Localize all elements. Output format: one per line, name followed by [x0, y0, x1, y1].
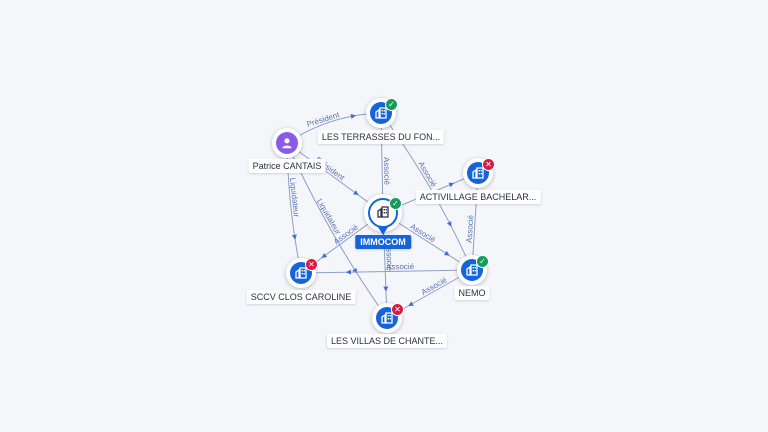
- edge-label: Président: [306, 110, 342, 129]
- status-active-icon: ✓: [385, 98, 398, 111]
- edge-arrow-icon: [345, 269, 351, 275]
- edge-arrow-icon: [352, 267, 358, 274]
- edge-label: Associé: [386, 262, 415, 271]
- edge-label: Associé: [416, 160, 438, 189]
- edge-arrow-icon: [350, 113, 356, 119]
- status-closed-icon: ✕: [482, 158, 495, 171]
- edge-line[interactable]: [300, 269, 473, 274]
- edge-arrow-icon: [353, 190, 359, 196]
- edge-label: Liquidateur: [315, 197, 343, 236]
- status-closed-icon: ✕: [391, 303, 404, 316]
- edge-arrow-icon: [408, 301, 414, 307]
- node-label[interactable]: NEMO: [454, 286, 490, 300]
- node-label[interactable]: IMMOCOM: [355, 235, 411, 249]
- person-icon: [282, 138, 292, 149]
- node-label[interactable]: ACTIVILLAGE BACHELAR...: [415, 190, 541, 204]
- edge-label: Associé: [384, 243, 394, 272]
- status-active-icon: ✓: [389, 197, 402, 210]
- edge-nemo-sccv[interactable]: Associé: [300, 262, 473, 275]
- building-icon: [377, 206, 389, 218]
- edge-arrow-icon: [383, 286, 389, 292]
- edge-label: Associé: [409, 222, 438, 245]
- edge-arrow-icon: [446, 221, 452, 227]
- status-closed-icon: ✕: [305, 258, 318, 271]
- edge-arrow-icon: [321, 253, 328, 258]
- edge-arrow-icon: [291, 234, 297, 240]
- node-label[interactable]: LES VILLAS DE CHANTE...: [326, 334, 448, 348]
- node-label[interactable]: SCCV CLOS CAROLINE: [246, 290, 356, 304]
- edge-label: Associé: [382, 157, 392, 186]
- selected-pin-icon: [378, 227, 388, 235]
- edge-label: Liquidateur: [288, 177, 301, 218]
- edge-arrow-icon: [448, 182, 455, 188]
- node-label[interactable]: LES TERRASSES DU FON...: [317, 130, 445, 144]
- edge-arrow-icon: [444, 250, 450, 256]
- edge-label: Associé: [420, 275, 449, 297]
- building-icon: [375, 107, 387, 119]
- node-circle[interactable]: [364, 194, 402, 232]
- node-label[interactable]: Patrice CANTAIS: [248, 159, 326, 173]
- status-active-icon: ✓: [476, 255, 489, 268]
- edge-label: Associé: [465, 214, 476, 243]
